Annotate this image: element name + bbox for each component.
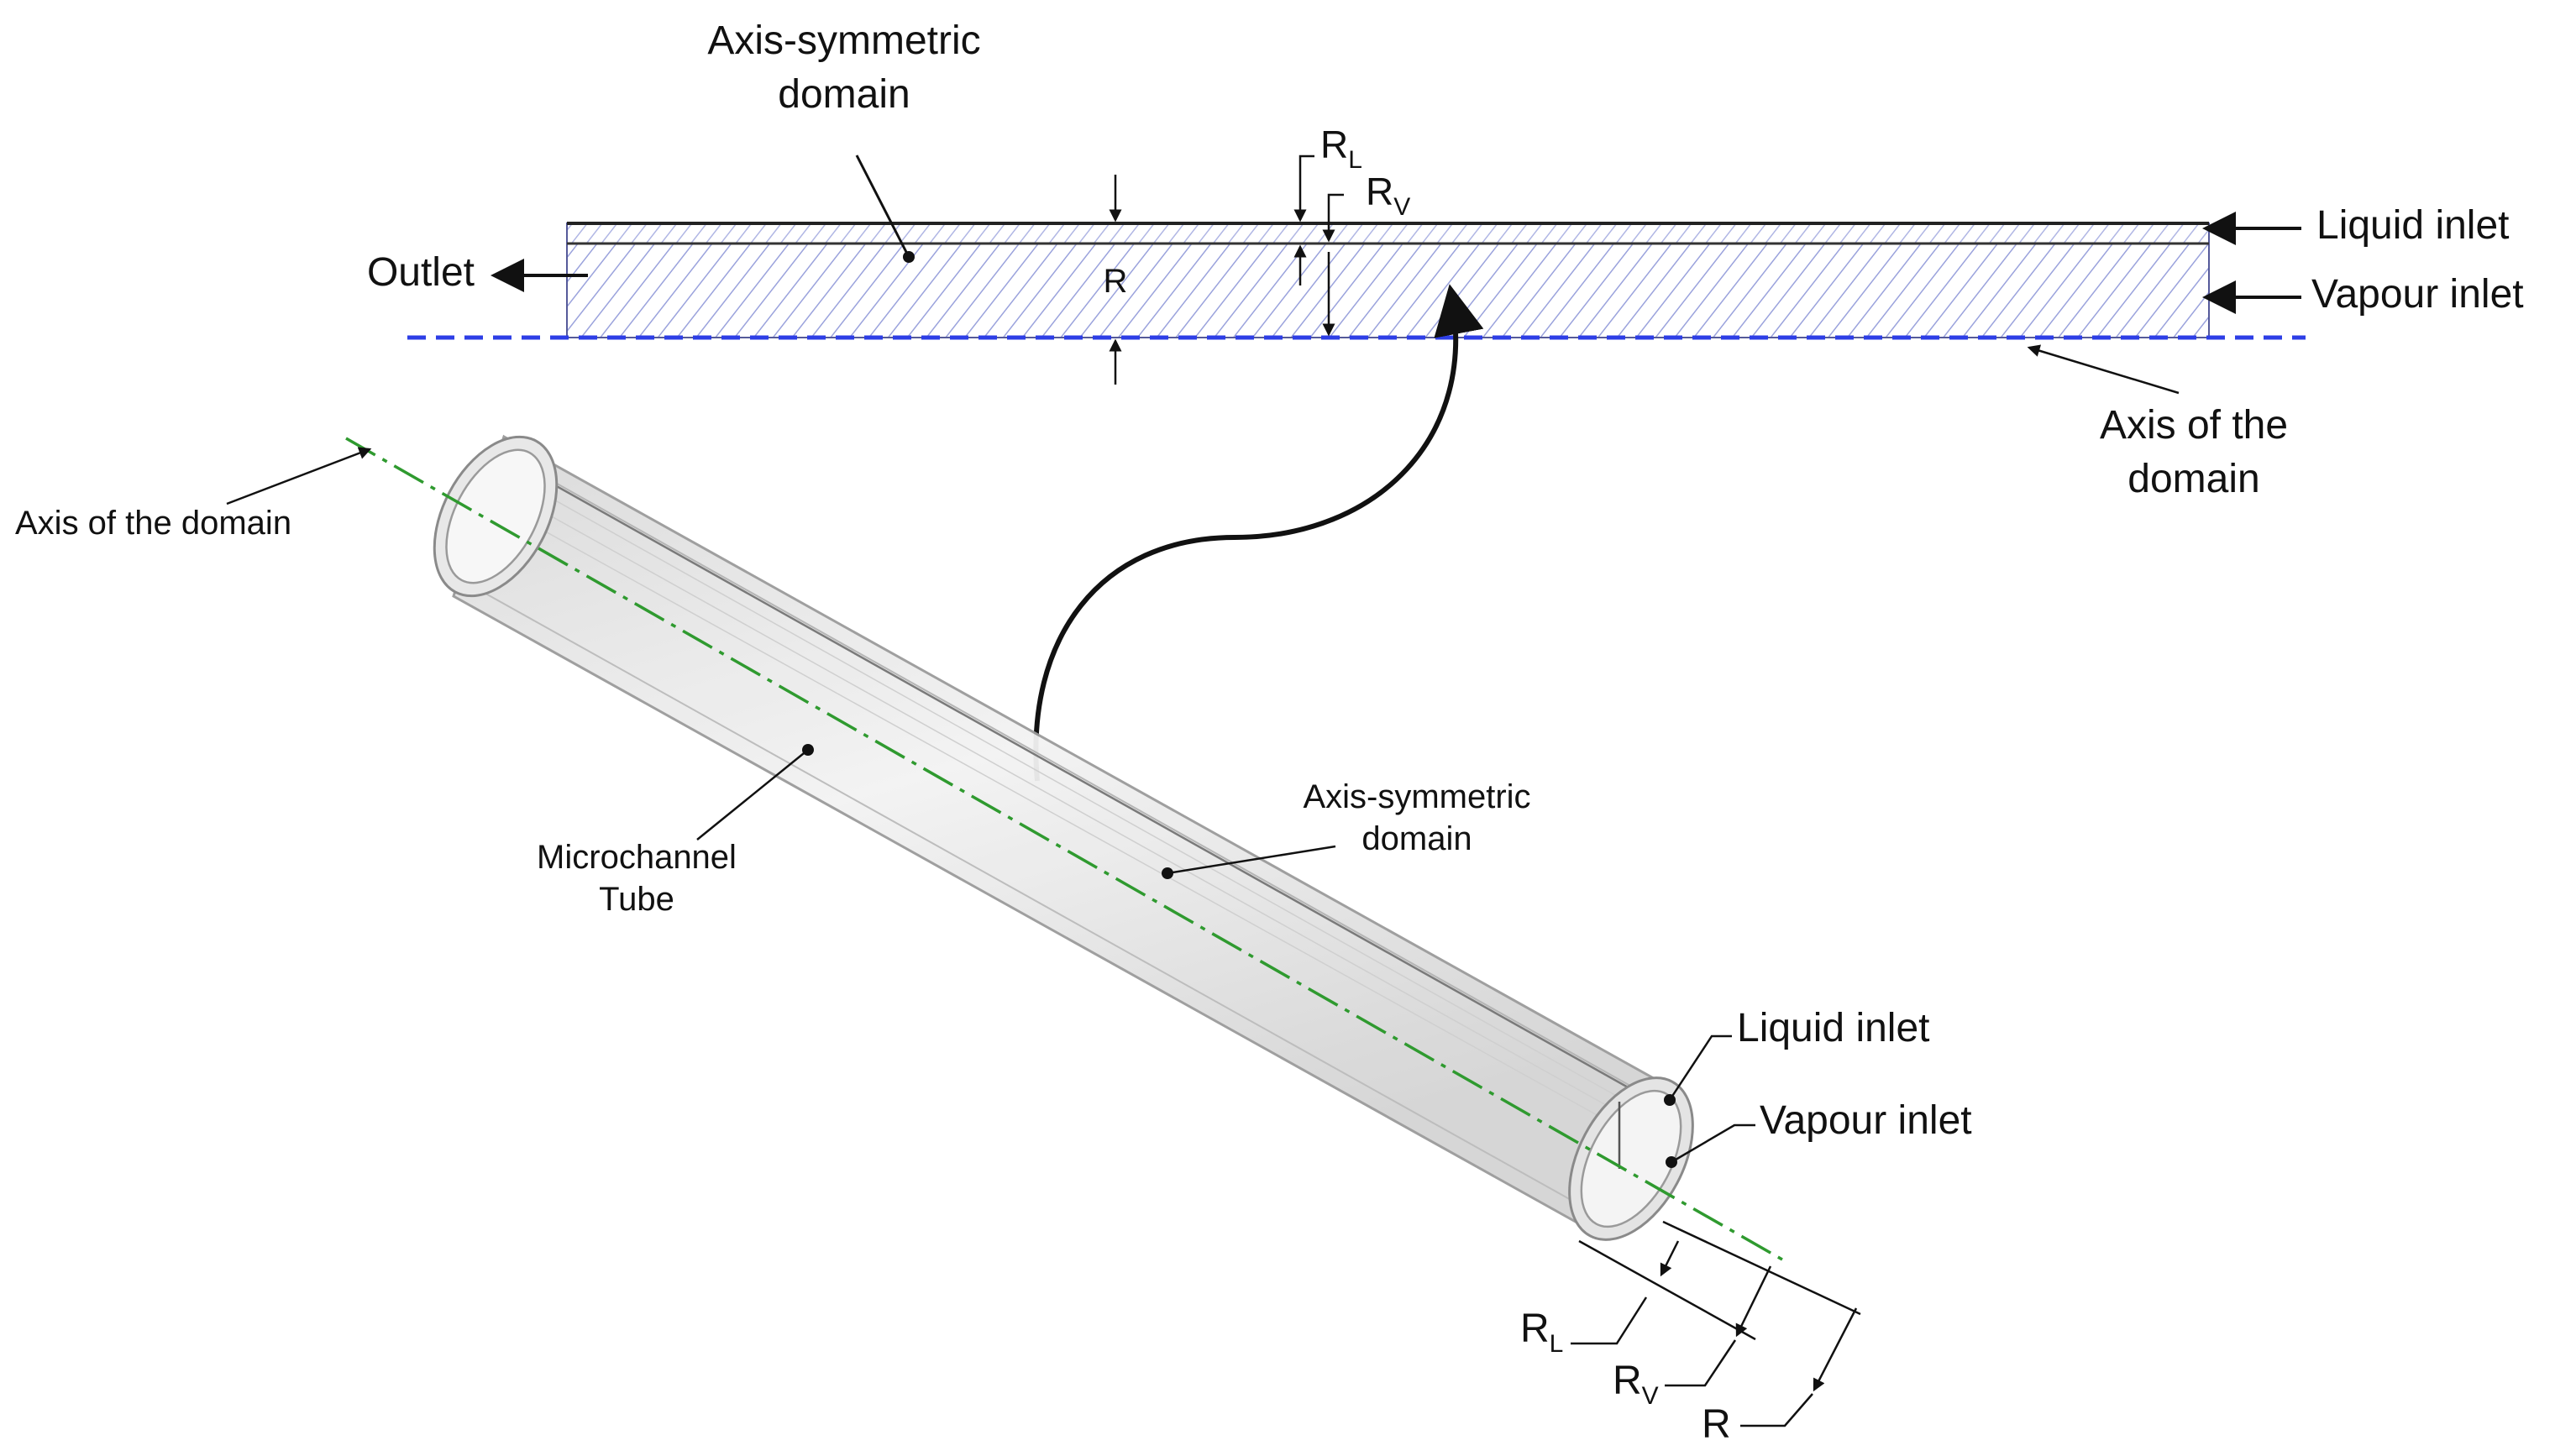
top-axis-label-line2: domain [2127,457,2259,501]
vapour-layer [566,243,2210,338]
outlet-label: Outlet [367,250,475,295]
top-domain-label-line2: domain [778,72,910,117]
top-r-label: R [1104,263,1128,300]
tube-r-label: R [1702,1402,1731,1447]
top-vapour-inlet-label: Vapour inlet [2311,272,2524,317]
tube-wall-line-3 [459,579,1588,1210]
tube-label-dot [802,744,814,756]
top-domain-view: Axis-symmetric domain Outlet R RL RV Liq… [367,18,2524,501]
top-domain-leader [855,155,910,258]
top-rv-label: RV [1366,170,1410,221]
tube-r-leader [1740,1393,1813,1427]
tube-liquid-leader [1668,1034,1732,1101]
tube-rl-label: RL [1520,1307,1563,1358]
liquid-layer [566,223,2210,244]
tube-rv-dim [1735,1265,1772,1338]
tube-liquid-dot [1664,1094,1676,1106]
tube-rl-leader [1571,1296,1648,1345]
tube-domain-label-line1: Axis-symmetric [1303,778,1530,815]
tube-domain-label-line2: domain [1361,820,1472,857]
tube-label-line2: Tube [599,881,674,918]
tube-vapour-leader [1671,1123,1755,1164]
tube-label-line1: Microchannel [537,839,737,876]
tube-body [452,434,1674,1232]
tube-rl-dim [1660,1240,1680,1277]
tube-wall-line-2 [520,464,1651,1102]
tube-view: Axis of the domain Microchannel Tube Axi… [15,434,1972,1447]
top-domain-dot [903,251,915,263]
tube-axis-label: Axis of the domain [15,505,291,542]
top-liquid-inlet-label: Liquid inlet [2316,203,2510,248]
tube-wall-line-1 [510,457,1664,1105]
tube-rv-leader [1665,1339,1737,1387]
dim-ext-1 [1578,1239,1756,1341]
tube-left-end-inner [445,448,546,584]
tube-rv-label: RV [1613,1359,1659,1410]
tube-vapour-dot [1666,1156,1677,1168]
dim-ext-2 [1662,1220,1861,1316]
tube-inner-lines [510,478,1647,1139]
top-axis-pointer [2027,344,2180,395]
tube-r-dim [1813,1307,1858,1392]
tube-axis-pointer [226,447,372,505]
tube-liquid-inlet-label: Liquid inlet [1737,1006,1930,1050]
tube-vapour-inlet-label: Vapour inlet [1760,1098,1972,1143]
top-rl-label: RL [1320,123,1362,174]
tube-domain-leader [1167,845,1336,875]
tube-label-leader [696,749,809,841]
rl-leader-top [1293,155,1314,223]
top-domain-label-line1: Axis-symmetric [707,18,980,63]
top-axis-label-line1: Axis of the [2100,403,2288,448]
tube-right-end-inner [1580,1089,1682,1228]
rv-leader [1322,193,1344,243]
tube-domain-dot [1162,867,1173,879]
curved-connector [1033,284,1484,782]
